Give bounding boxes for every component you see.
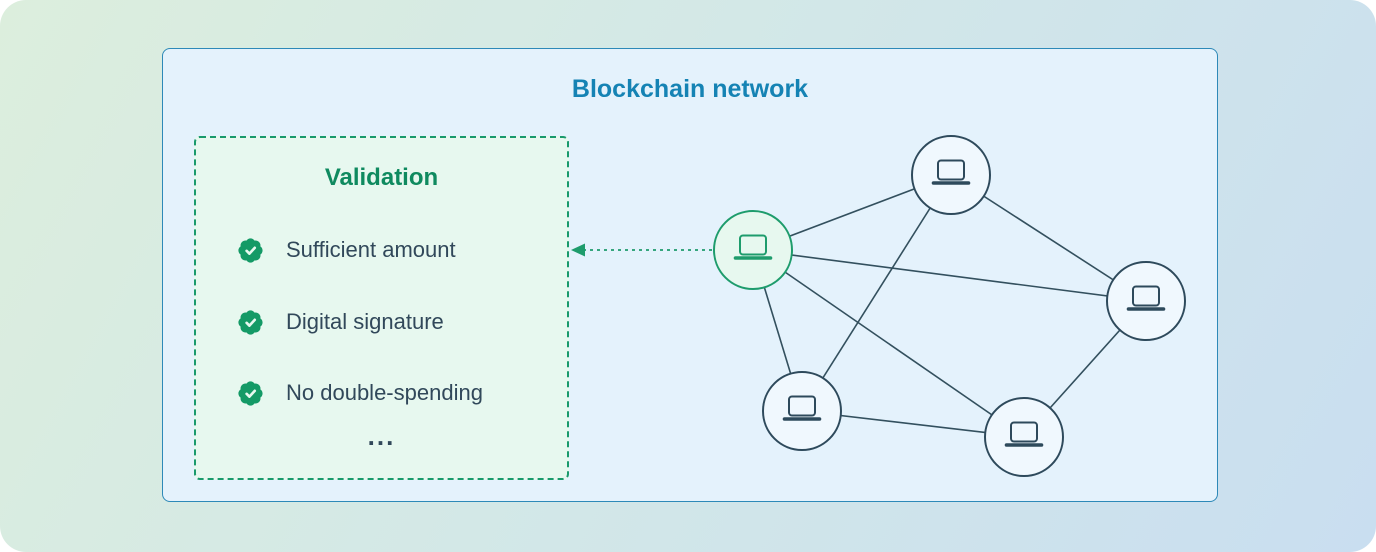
validation-title: Validation	[324, 164, 439, 191]
arrowhead-icon	[571, 243, 585, 257]
validation-item-label: No double-spending	[286, 380, 483, 405]
network-edge	[752, 249, 1025, 438]
validation-item: No double-spending	[236, 376, 483, 410]
badge-check-icon	[238, 237, 263, 263]
network-node-validating	[713, 210, 793, 290]
network-node-bottom-left	[762, 371, 842, 451]
network-node-bottom-right	[984, 397, 1064, 477]
network-node-right	[1106, 261, 1186, 341]
badge-check-icon	[238, 380, 263, 406]
validation-item-label: Digital signature	[286, 309, 444, 334]
badge-check-icon	[238, 309, 263, 335]
validation-item-label: Sufficient amount	[286, 237, 456, 262]
validation-item: Sufficient amount	[236, 233, 456, 267]
validation-item: Digital signature	[236, 305, 444, 339]
panel-title: Blockchain network	[571, 75, 809, 103]
network-edge	[801, 174, 952, 412]
network-node-top	[911, 135, 991, 215]
validation-arrow	[571, 243, 712, 257]
blockchain-network-panel: Blockchain network Validation Sufficient…	[162, 48, 1218, 502]
validation-ellipsis: ...	[367, 421, 396, 451]
validation-box: Validation Sufficient amount Digital sig…	[194, 136, 569, 480]
network-edge	[752, 249, 1147, 302]
